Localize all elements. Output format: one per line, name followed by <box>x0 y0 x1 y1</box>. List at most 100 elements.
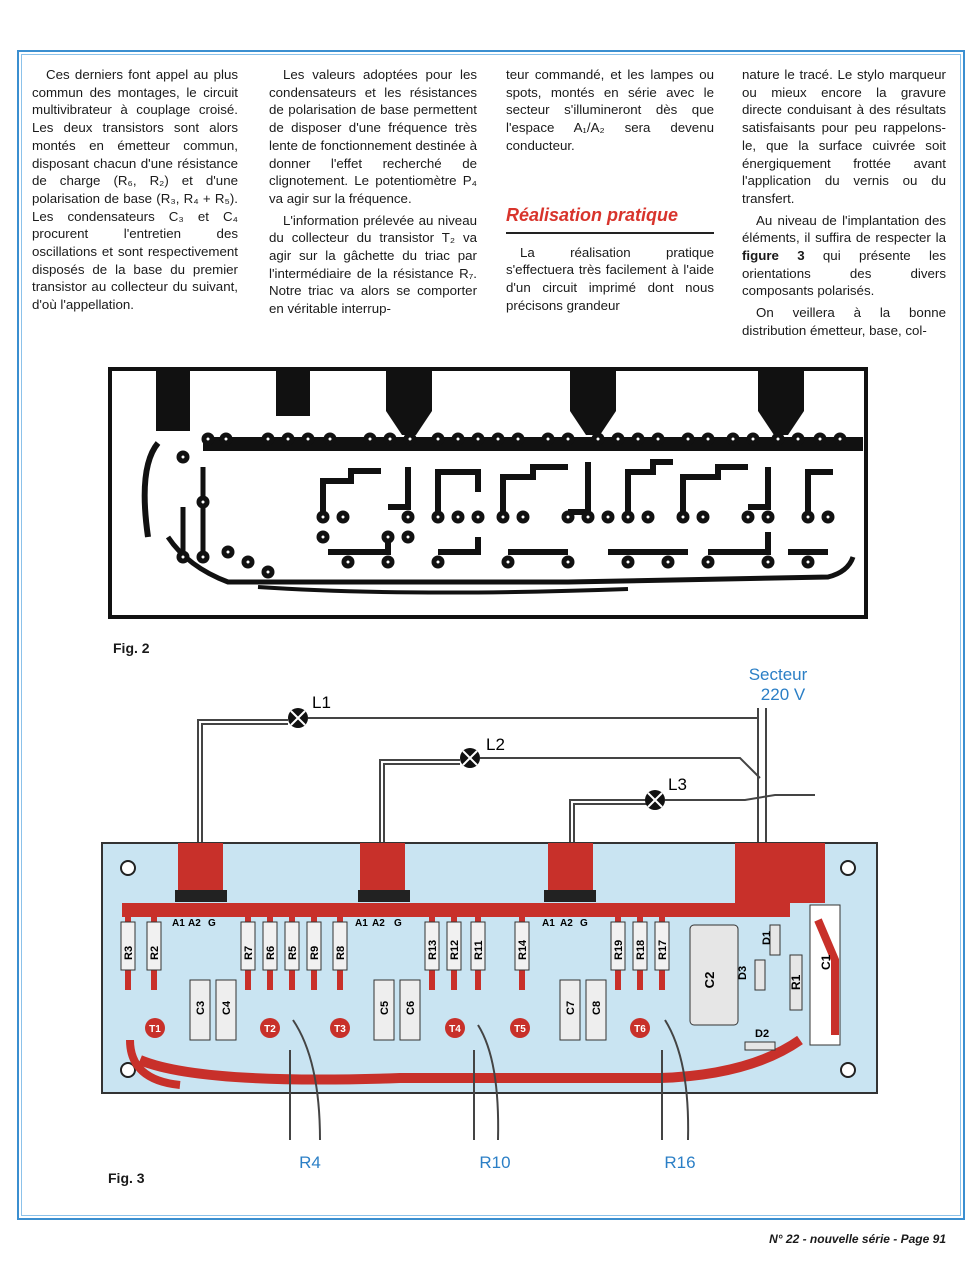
part-label: C2 <box>702 972 717 989</box>
resistor-label: R3 <box>123 946 135 960</box>
text-column-4: nature le tracé. Le stylo marqueur ou mi… <box>742 66 946 344</box>
resistor-label: R14 <box>517 939 529 960</box>
triac-pin-label: A1 <box>542 918 555 929</box>
resistor-label: R11 <box>473 940 485 960</box>
capacitor <box>189 979 211 1041</box>
component-layout-figure: Secteur 220 V L1 L2 L3 A1 A2 <box>101 665 878 1172</box>
resistor-label: R6 <box>265 946 277 960</box>
transistor-icon <box>145 1018 165 1038</box>
text-column-1: Ces derniers font appel au plus commun d… <box>32 66 238 318</box>
lamp-label: L2 <box>486 735 505 754</box>
resistor <box>514 921 530 971</box>
paragraph: Les valeurs adoptées pour les condensate… <box>269 67 477 206</box>
capacitor <box>585 979 607 1041</box>
page-border-inner <box>21 54 961 1216</box>
pot-label: R10 <box>479 1153 510 1172</box>
transistor-label: T2 <box>264 1024 276 1035</box>
paragraph: Au niveau de l'implantation des éléments… <box>742 212 946 301</box>
lamp-l2-icon <box>460 748 480 768</box>
paragraph: On veillera à la bonne distribution émet… <box>742 305 946 338</box>
triac-pin-label: G <box>208 918 216 929</box>
page-border <box>17 50 965 1220</box>
paragraph: L'information prélevée au niveau du coll… <box>269 212 477 317</box>
part-label: D2 <box>755 1028 769 1040</box>
capacitor <box>373 979 395 1041</box>
text-column-3: teur commandé, et les lampes ou spots, m… <box>506 66 714 318</box>
part-label: R1 <box>789 974 803 990</box>
resistor <box>654 921 670 971</box>
figure-3-label: Fig. 3 <box>108 1170 145 1186</box>
capacitor-label: C3 <box>195 1001 207 1015</box>
transistor-label: T1 <box>149 1024 161 1035</box>
resistor-label: R19 <box>613 940 625 960</box>
triac-pin-label: A1 <box>172 918 185 929</box>
pot-label: R16 <box>664 1153 695 1172</box>
capacitor-label: C4 <box>221 1000 233 1015</box>
resistor <box>306 921 322 971</box>
capacitor-label: C6 <box>405 1001 417 1015</box>
resistor <box>146 921 162 971</box>
resistor <box>332 921 348 971</box>
resistor <box>120 921 136 971</box>
paragraph: La réalisation pratique s'effectuera trè… <box>506 244 714 313</box>
resistor-label: R12 <box>449 940 461 960</box>
capacitor-label: C8 <box>591 1001 603 1015</box>
triac-pin-label: A2 <box>372 918 385 929</box>
part-label: C1 <box>819 954 833 970</box>
transistor-label: T5 <box>514 1024 526 1035</box>
resistor <box>424 921 440 971</box>
transistor-label: T4 <box>449 1024 461 1035</box>
resistor <box>240 921 256 971</box>
section-heading: Réalisation pratique <box>506 205 714 234</box>
pcb-layout-figure <box>108 367 868 619</box>
figure-2-label: Fig. 2 <box>113 640 150 656</box>
resistor <box>470 921 486 971</box>
transistor-icon <box>510 1018 530 1038</box>
resistor-label: R13 <box>427 940 439 960</box>
transistor-icon <box>330 1018 350 1038</box>
part-label: D1 <box>761 931 773 945</box>
paragraph: teur commandé, et les lampes ou spots, m… <box>506 67 714 153</box>
transistor-label: T6 <box>634 1024 646 1035</box>
mains-voltage: 220 V <box>761 685 806 704</box>
pot-label: R4 <box>299 1153 321 1172</box>
lamp-l3-icon <box>645 790 665 810</box>
mains-label: Secteur <box>749 665 808 684</box>
resistor <box>284 921 300 971</box>
resistor-label: R2 <box>149 946 161 960</box>
resistor <box>446 921 462 971</box>
resistor-label: R18 <box>635 940 647 960</box>
resistor-label: R8 <box>335 946 347 960</box>
paragraph: nature le tracé. Le stylo marqueur ou mi… <box>742 67 946 206</box>
capacitor <box>399 979 421 1041</box>
triac-pin-label: G <box>394 918 402 929</box>
text-run: qui présente les orientations des divers… <box>742 248 946 299</box>
transistor-icon <box>445 1018 465 1038</box>
transistor-icon <box>630 1018 650 1038</box>
capacitor-label: C5 <box>379 1001 391 1015</box>
triac-pin-label: A1 <box>355 918 368 929</box>
resistor <box>632 921 648 971</box>
text-column-2: Les valeurs adoptées pour les condensate… <box>269 66 477 322</box>
transistor-label: T3 <box>334 1024 346 1035</box>
lamp-label: L3 <box>668 775 687 794</box>
lamp-l1-icon <box>288 708 308 728</box>
lamp-label: L1 <box>312 693 331 712</box>
capacitor <box>559 979 581 1041</box>
triac-pin-label: A2 <box>560 918 573 929</box>
part-label: D3 <box>737 966 749 980</box>
figure-reference: figure 3 <box>742 248 805 264</box>
capacitor <box>215 979 237 1041</box>
resistor <box>610 921 626 971</box>
resistor <box>262 921 278 971</box>
triac-pin-label: A2 <box>188 918 201 929</box>
resistor-label: R7 <box>243 946 255 960</box>
text-run: Au niveau de l'implantation des éléments… <box>742 212 946 246</box>
paragraph: Ces derniers font appel au plus commun d… <box>32 67 238 313</box>
page-footer: N° 22 - nouvelle série - Page 91 <box>769 1232 946 1246</box>
resistor-label: R17 <box>657 940 669 960</box>
resistor-label: R9 <box>309 946 321 960</box>
capacitor-label: C7 <box>565 1001 577 1015</box>
triac-pin-label: G <box>580 918 588 929</box>
transistor-icon <box>260 1018 280 1038</box>
